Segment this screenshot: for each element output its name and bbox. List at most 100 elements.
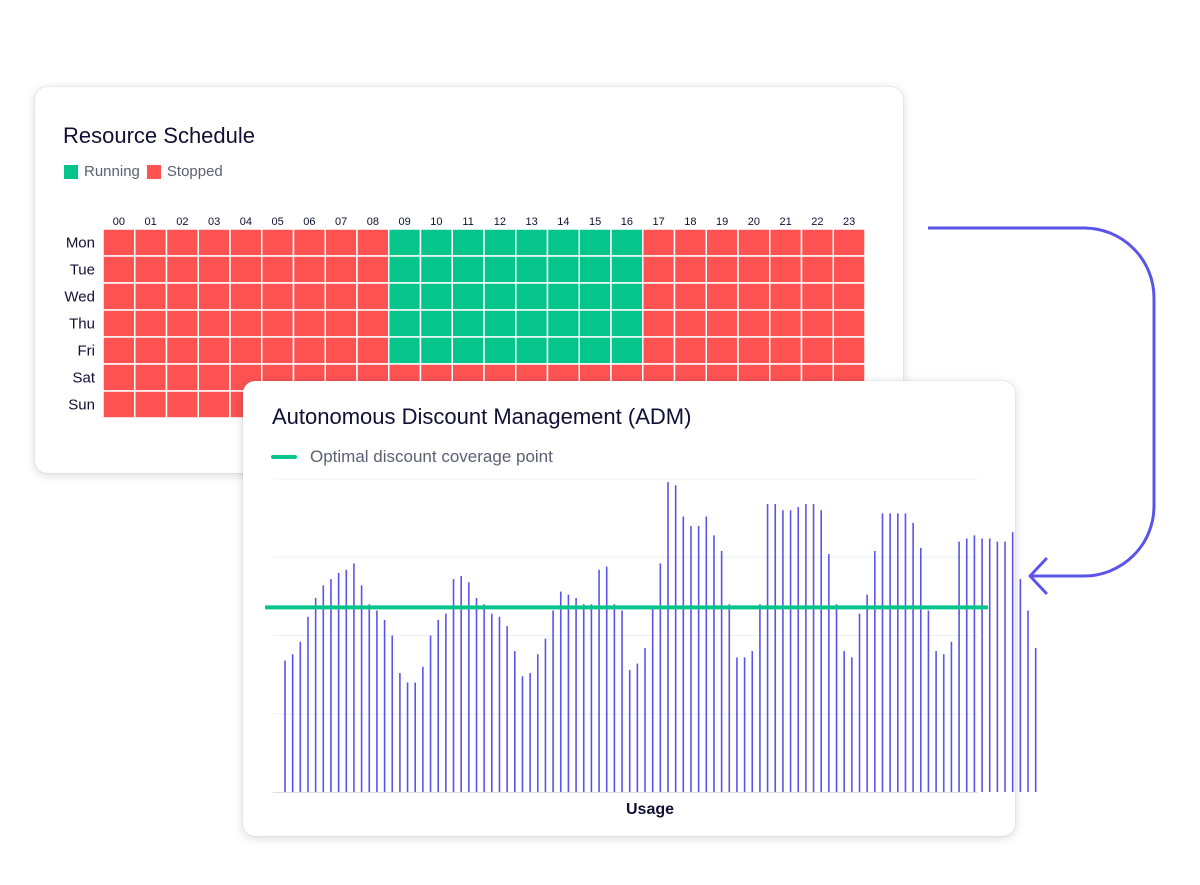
schedule-cell-stopped — [261, 309, 295, 338]
schedule-cell-running — [419, 282, 453, 311]
day-label: Mon — [66, 235, 95, 252]
schedule-legend: Running Stopped — [64, 163, 230, 180]
schedule-cell-running — [578, 336, 612, 365]
schedule-cell-stopped — [324, 255, 358, 284]
schedule-cell-stopped — [769, 228, 803, 257]
schedule-cell-running — [515, 255, 549, 284]
schedule-cell-stopped — [769, 336, 803, 365]
hour-label: 14 — [557, 216, 569, 228]
schedule-cell-stopped — [165, 309, 199, 338]
schedule-cell-running — [610, 336, 644, 365]
schedule-title: Resource Schedule — [63, 123, 256, 148]
schedule-cell-stopped — [800, 309, 834, 338]
hour-label: 11 — [462, 216, 473, 228]
schedule-cell-stopped — [800, 336, 834, 365]
usage-chart: Usage — [265, 478, 1037, 818]
schedule-cell-stopped — [292, 228, 326, 257]
schedule-cell-stopped — [292, 255, 326, 284]
schedule-cell-stopped — [134, 309, 168, 338]
day-label: Sat — [72, 370, 95, 387]
schedule-cell-running — [419, 255, 453, 284]
schedule-cell-running — [610, 228, 644, 257]
schedule-cell-stopped — [737, 282, 771, 311]
schedule-cell-stopped — [673, 228, 707, 257]
schedule-cell-stopped — [102, 309, 136, 338]
adm-card: Autonomous Discount Management (ADM) Opt… — [243, 381, 1037, 836]
schedule-cell-stopped — [832, 309, 866, 338]
schedule-cell-running — [451, 336, 485, 365]
schedule-cell-stopped — [324, 336, 358, 365]
legend-running-label: Running — [84, 163, 140, 180]
coverage-legend-label: Optimal discount coverage point — [310, 447, 553, 466]
hour-label: 20 — [748, 216, 760, 228]
schedule-cell-running — [419, 228, 453, 257]
schedule-cell-stopped — [642, 336, 676, 365]
schedule-cell-stopped — [102, 336, 136, 365]
schedule-cell-stopped — [356, 282, 390, 311]
schedule-cell-stopped — [642, 228, 676, 257]
schedule-cell-stopped — [229, 282, 263, 311]
schedule-cell-stopped — [292, 282, 326, 311]
adm-legend: Optimal discount coverage point — [271, 447, 553, 467]
x-axis-label: Usage — [626, 801, 674, 818]
schedule-cell-stopped — [356, 336, 390, 365]
schedule-cell-running — [483, 255, 517, 284]
schedule-cell-stopped — [134, 363, 168, 392]
schedule-cell-stopped — [769, 255, 803, 284]
arrow-head-icon — [1028, 557, 1048, 595]
schedule-cell-running — [515, 336, 549, 365]
schedule-cell-stopped — [197, 255, 231, 284]
schedule-cell-stopped — [356, 309, 390, 338]
hour-label: 05 — [272, 216, 284, 228]
schedule-cell-running — [610, 255, 644, 284]
schedule-cell-running — [578, 255, 612, 284]
schedule-cell-stopped — [832, 336, 866, 365]
schedule-cell-stopped — [229, 228, 263, 257]
schedule-cell-stopped — [134, 228, 168, 257]
hour-label: 15 — [589, 216, 601, 228]
schedule-cell-stopped — [800, 228, 834, 257]
hour-label: 16 — [621, 216, 633, 228]
schedule-cell-running — [451, 282, 485, 311]
coverage-legend-line — [271, 455, 297, 459]
hour-label: 13 — [526, 216, 538, 228]
schedule-cell-stopped — [705, 282, 739, 311]
schedule-cell-running — [546, 282, 580, 311]
schedule-cell-running — [515, 228, 549, 257]
hour-label: 10 — [430, 216, 442, 228]
schedule-cell-stopped — [134, 336, 168, 365]
schedule-cell-stopped — [832, 228, 866, 257]
hour-label: 21 — [780, 216, 792, 228]
schedule-cell-running — [451, 255, 485, 284]
schedule-cell-stopped — [737, 228, 771, 257]
hour-label: 08 — [367, 216, 379, 228]
schedule-cell-stopped — [673, 336, 707, 365]
schedule-cell-running — [419, 309, 453, 338]
schedule-cell-stopped — [165, 255, 199, 284]
schedule-cell-running — [546, 309, 580, 338]
schedule-cell-running — [546, 336, 580, 365]
schedule-cell-stopped — [197, 282, 231, 311]
schedule-cell-stopped — [642, 309, 676, 338]
schedule-cell-stopped — [165, 336, 199, 365]
schedule-cell-stopped — [737, 309, 771, 338]
day-label: Wed — [64, 289, 95, 306]
hour-label: 00 — [113, 216, 125, 228]
schedule-cell-stopped — [832, 255, 866, 284]
schedule-cell-stopped — [769, 282, 803, 311]
schedule-cell-running — [419, 336, 453, 365]
schedule-cell-stopped — [134, 390, 168, 419]
day-label: Thu — [69, 316, 95, 333]
hour-label: 09 — [399, 216, 411, 228]
schedule-cell-stopped — [356, 255, 390, 284]
schedule-cell-running — [451, 228, 485, 257]
schedule-cell-stopped — [165, 228, 199, 257]
schedule-cell-stopped — [324, 228, 358, 257]
schedule-cell-running — [578, 282, 612, 311]
schedule-cell-running — [515, 309, 549, 338]
hour-label: 04 — [240, 216, 252, 228]
schedule-cell-stopped — [229, 255, 263, 284]
hour-label: 22 — [811, 216, 823, 228]
